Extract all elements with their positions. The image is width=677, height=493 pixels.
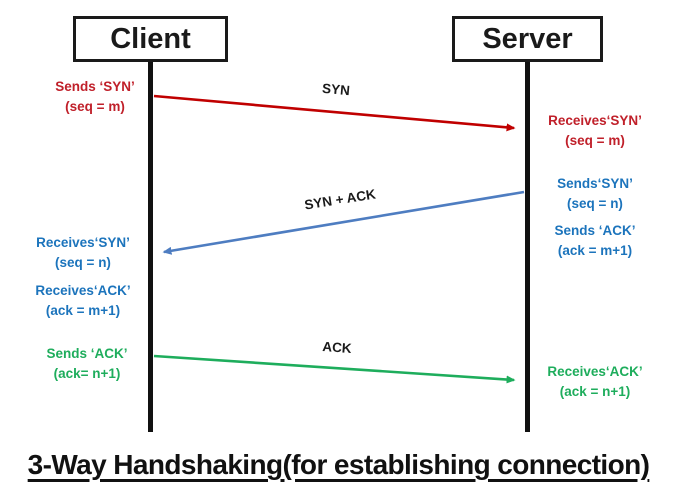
note-server-receives-ack: Receives‘ACK’ (ack = n+1) [530, 362, 660, 402]
note-line: Receives‘ACK’ [35, 283, 131, 298]
note-line: Sends‘SYN’ [557, 176, 633, 191]
client-actor-label: Client [110, 22, 191, 55]
note-line: (seq = n) [567, 196, 623, 211]
ack-arrow-label: ACK [321, 338, 353, 357]
note-client-receives-syn: Receives‘SYN’ (seq = n) [18, 233, 148, 273]
ack-arrow [153, 354, 516, 384]
note-line: (seq = m) [565, 133, 625, 148]
note-line: (seq = n) [55, 255, 111, 270]
note-line: Receives‘SYN’ [548, 113, 642, 128]
note-server-receives-syn: Receives‘SYN’ (seq = m) [530, 111, 660, 151]
note-line: (ack = n+1) [559, 384, 631, 399]
note-client-receives-ack: Receives‘ACK’ (ack = m+1) [18, 281, 148, 321]
note-line: Sends ‘ACK’ [46, 346, 128, 361]
diagram-caption: 3-Way Handshaking(for establishing conne… [27, 449, 650, 480]
note-line: (ack = m+1) [45, 303, 121, 318]
server-actor-label: Server [482, 22, 573, 55]
note-line: Receives‘SYN’ [36, 235, 130, 250]
client-lifeline [148, 62, 153, 432]
client-actor-box: Client [73, 16, 228, 62]
syn-arrow [153, 94, 516, 132]
note-client-sends-syn: Sends ‘SYN’ (seq = m) [30, 77, 160, 117]
note-server-sends-syn: Sends‘SYN’ (seq = n) [530, 174, 660, 214]
note-server-sends-ack: Sends ‘ACK’ (ack = m+1) [530, 221, 660, 261]
note-line: Sends ‘ACK’ [554, 223, 636, 238]
note-line: (ack = m+1) [557, 243, 633, 258]
note-line: (seq = m) [65, 99, 125, 114]
note-line: Sends ‘SYN’ [55, 79, 135, 94]
server-lifeline [525, 62, 530, 432]
note-client-sends-ack: Sends ‘ACK’ (ack= n+1) [22, 344, 152, 384]
syn-arrow-label: SYN [321, 80, 351, 99]
note-line: Receives‘ACK’ [547, 364, 643, 379]
syn-ack-arrow-label: SYN + ACK [303, 186, 377, 213]
note-line: (ack= n+1) [53, 366, 121, 381]
server-actor-box: Server [452, 16, 603, 62]
